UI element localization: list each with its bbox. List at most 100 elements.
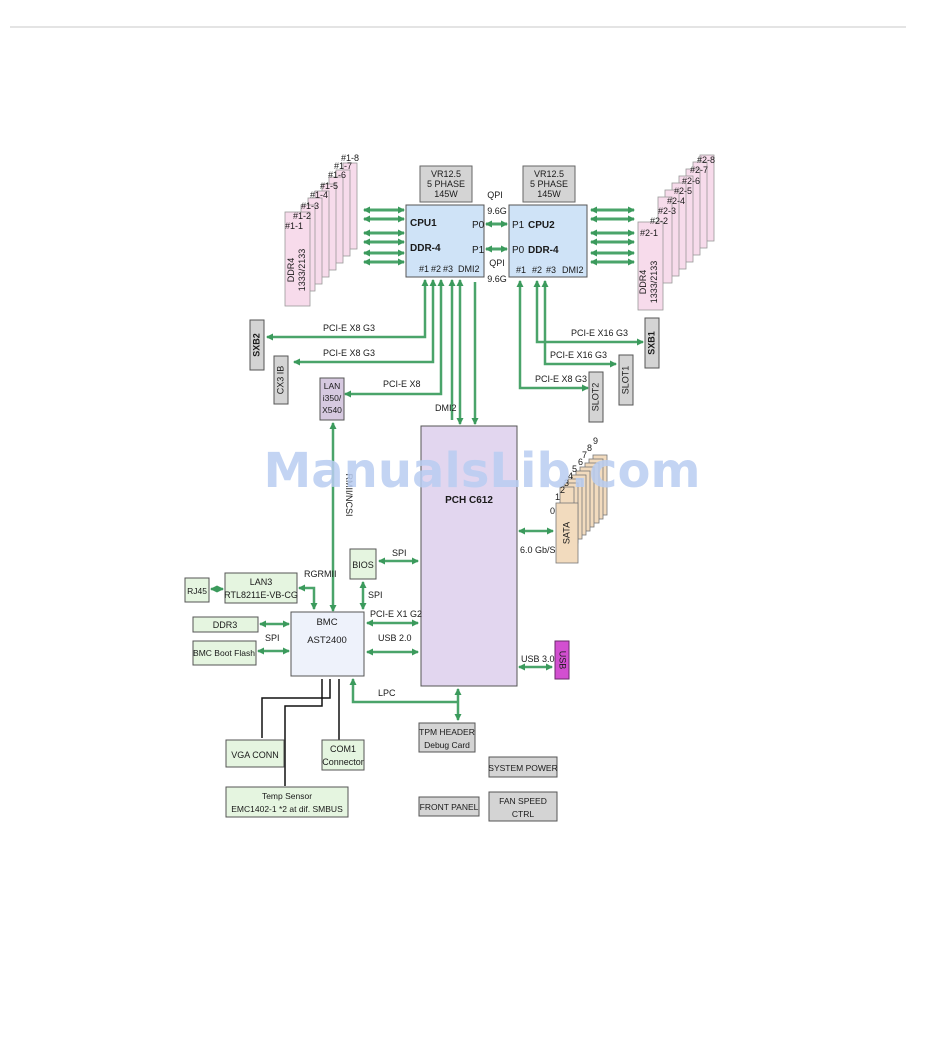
rgrmii-link	[298, 584, 318, 610]
lan3-line1: LAN3	[250, 577, 273, 587]
dimm-label: #1-5	[320, 181, 338, 191]
com1-line2: Connector	[322, 757, 364, 767]
vr-cpu2-line1: VR12.5	[534, 169, 564, 179]
lpc-link-bmc	[349, 678, 458, 704]
vr-cpu1-line3: 145W	[434, 189, 458, 199]
cpu1-pcie-links	[266, 279, 464, 425]
dimm-bank-cpu2: #2-8 #2-7 #2-6 #2-5 #2-4 #2-3 #2-2 #2-1 …	[637, 154, 715, 311]
cpu1-port-1: #1	[419, 264, 429, 274]
link-usb20: USB 2.0	[378, 633, 412, 643]
cpu2-box	[508, 204, 588, 278]
link-usb30: USB 3.0	[521, 654, 555, 664]
link-pcie-x16-sxb1: PCI-E X16 G3	[571, 328, 628, 338]
link-pcie-x8-cx3: PCI-E X8 G3	[323, 348, 375, 358]
dimm-label: #2-6	[682, 176, 700, 186]
front-panel-box	[418, 796, 480, 817]
dimm-label: #1-2	[293, 211, 311, 221]
system-power-box	[488, 756, 558, 778]
ddr3-label: DDR3	[213, 620, 238, 630]
slot2-label: SLOT2	[590, 383, 600, 412]
lan3-box	[224, 572, 298, 604]
dimm-bank-cpu1: #1-8 #1-7 #1-6 #1-5 #1-4 #1-3 #1-2 #1-1 …	[284, 153, 359, 307]
bios-label: BIOS	[352, 560, 374, 570]
sata-number: 1	[555, 492, 560, 502]
cpu1-ddr: DDR-4	[410, 243, 441, 254]
sxb1-label: SXB1	[646, 331, 656, 355]
link-rmii: RMII/NCSI	[344, 473, 354, 516]
cpu2-p1: P1	[512, 220, 525, 231]
dimm-label: #1-3	[301, 201, 319, 211]
link-rgrmii: RGRMII	[304, 569, 337, 579]
bmc-box	[290, 611, 365, 677]
rj45-label: RJ45	[187, 586, 207, 596]
sata-label: SATA	[561, 522, 571, 544]
dimm-label: #1-1	[285, 221, 303, 231]
memory-channels	[363, 206, 635, 266]
sxb2-label: SXB2	[251, 333, 261, 357]
sxb2-slot	[249, 319, 265, 371]
system-power-label: SYSTEM POWER	[488, 763, 557, 773]
link-pcie-x8-lan: PCI-E X8	[383, 379, 421, 389]
cpu2-name: CPU2	[528, 220, 555, 231]
link-dmi2: DMI2	[435, 403, 457, 413]
sxb1-slot	[644, 317, 660, 369]
ddr3-box	[192, 616, 259, 633]
temp-sensor-box	[225, 786, 349, 818]
link-pcie-x8-sxb2: PCI-E X8 G3	[323, 323, 375, 333]
lan-box	[319, 377, 345, 421]
cpu1-box	[405, 204, 485, 278]
fan-speed-line2: CTRL	[512, 809, 534, 819]
tpm-line1: TPM HEADER	[419, 727, 475, 737]
cx3ib-label: CX3 IB	[275, 366, 285, 395]
sata-number: 9	[593, 436, 598, 446]
link-spi-flash: SPI	[265, 633, 280, 643]
slot1-label: SLOT1	[620, 366, 630, 395]
pch-label: PCH C612	[445, 495, 493, 506]
ddr4-label: DDR4	[286, 258, 296, 283]
cpu2-port-3: #3	[546, 265, 556, 275]
watermark: ManualsLib.com	[264, 443, 701, 499]
link-spi-bmc: SPI	[368, 590, 383, 600]
bmc-boot-flash-label: BMC Boot Flash	[193, 648, 255, 658]
temp-line2: EMC1402-1 *2 at dif. SMBUS	[231, 804, 343, 814]
slot1-slot	[618, 354, 634, 406]
temp-line1: Temp Sensor	[262, 791, 312, 801]
tpm-box	[418, 722, 476, 753]
cpu1-port-3: #3	[443, 264, 453, 274]
dimm-label: #1-6	[328, 170, 346, 180]
bmc-line2: AST2400	[307, 635, 347, 646]
com1-line1: COM1	[330, 744, 356, 754]
cpu2-port-2: #2	[532, 265, 542, 275]
dimm-label: #1-8	[341, 153, 359, 163]
tpm-line2: Debug Card	[424, 740, 470, 750]
sata-number: 0	[550, 506, 555, 516]
sata-number: 5	[572, 464, 577, 474]
sata-number: 4	[568, 471, 573, 481]
lan-line3: X540	[322, 405, 342, 415]
fan-speed-box	[488, 791, 558, 822]
cpu1-p1: P1	[472, 245, 485, 256]
lan3-line2: RTL8211E-VB-CG	[224, 590, 298, 600]
cpu1-name: CPU1	[410, 218, 437, 229]
vr-cpu1-line1: VR12.5	[431, 169, 461, 179]
rj45-box	[184, 577, 210, 603]
dimm-label: #1-7	[334, 161, 352, 171]
cpu2-port-1: #1	[516, 265, 526, 275]
sata-number: 8	[587, 443, 592, 453]
sata-number: 7	[582, 450, 587, 460]
usb-label: USB	[558, 651, 568, 670]
qpi-bottom-speed: 9.6G	[487, 274, 507, 284]
lan-line2: i350/	[323, 393, 342, 403]
cx3ib-slot	[273, 355, 289, 405]
link-pcie-x1: PCI-E X1 G2	[370, 609, 422, 619]
link-spi-bios: SPI	[392, 548, 407, 558]
dimm-label: #2-5	[674, 186, 692, 196]
link-pcie-x8-slot2: PCI-E X8 G3	[535, 374, 587, 384]
bmc-misc-connections	[261, 679, 340, 786]
sata-number: 6	[578, 457, 583, 467]
ddr4-speed-label: 1333/2133	[297, 249, 307, 292]
dimm-label: #2-8	[697, 155, 715, 165]
slot2-slot	[588, 371, 604, 423]
usb-port	[554, 640, 570, 680]
